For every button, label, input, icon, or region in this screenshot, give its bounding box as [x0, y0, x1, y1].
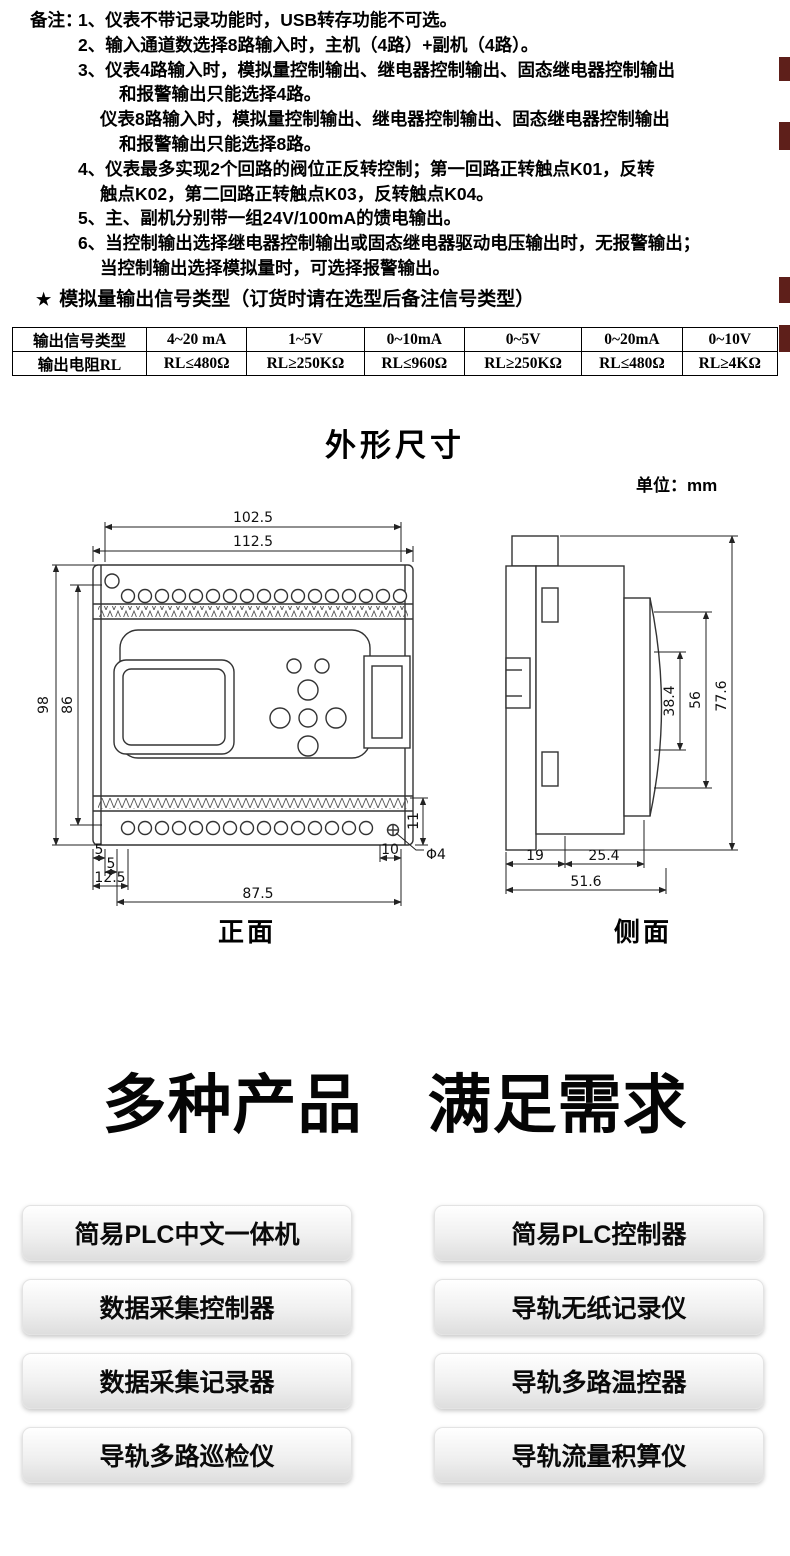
side-dimension-lines	[505, 535, 738, 894]
dim-label: 77.6	[714, 680, 730, 711]
dim-label: Φ4	[426, 847, 446, 863]
front-view-drawing: 102.5 112.5 98 86 5 5 12.5 87.5 10 11 Φ4	[36, 510, 446, 906]
edge-marker	[779, 325, 790, 352]
front-view-label: 正面	[217, 917, 276, 947]
dim-label: 56	[688, 691, 704, 709]
front-dimension-labels: 102.5 112.5 98 86 5 5 12.5 87.5 10 11 Φ4	[36, 510, 446, 902]
note-line: 6、当控制输出选择继电器控制输出或固态继电器驱动电压输出时，无报警输出；	[78, 233, 701, 254]
products-heading: 多种产品 满足需求	[102, 1069, 688, 1141]
dim-label: 98	[36, 696, 52, 714]
signal-type-note: ★ 模拟量输出信号类型（订货时请在选型后备注信号类型）	[36, 284, 534, 311]
dim-label: 86	[60, 696, 76, 714]
star-icon: ★	[36, 290, 52, 309]
product-button-rail-multi-temp-controller[interactable]: 导轨多路温控器	[434, 1353, 764, 1409]
dim-label: 5	[95, 842, 104, 858]
product-button-rail-flow-totalizer[interactable]: 导轨流量积算仪	[434, 1427, 764, 1483]
dim-label: 87.5	[242, 886, 273, 902]
dimensions-title: 外形尺寸	[325, 428, 465, 463]
signal-type-note-text: 模拟量输出信号类型（订货时请在选型后备注信号类型）	[59, 289, 535, 310]
table-cell: RL≤960Ω	[363, 351, 465, 376]
side-view-label: 侧面	[613, 917, 672, 947]
dim-label: 38.4	[662, 685, 678, 716]
product-button-data-acquisition-recorder[interactable]: 数据采集记录器	[22, 1353, 352, 1409]
dim-label: 102.5	[233, 510, 273, 526]
note-line: 4、仪表最多实现2个回路的阀位正反转控制；第一回路正转触点K01，反转	[78, 158, 655, 179]
table-cell: 0~20mA	[581, 327, 683, 352]
dim-label: 25.4	[588, 848, 619, 864]
output-signal-table: 输出信号类型 4~20 mA 1~5V 0~10mA 0~5V 0~20mA 0…	[12, 327, 779, 376]
table-cell: RL≤480Ω	[581, 351, 683, 376]
front-device-outline	[92, 564, 414, 846]
note-line: 当控制输出选择模拟量时，可选择报警输出。	[100, 257, 450, 278]
note-line: 1、仪表不带记录功能时，USB转存功能不可选。	[78, 10, 458, 30]
edge-marker	[779, 57, 790, 81]
dim-label: 112.5	[233, 534, 273, 550]
unit-label: 单位：mm	[636, 476, 718, 495]
dim-label: 12.5	[94, 870, 125, 886]
note-line: 3、仪表4路输入时，模拟量控制输出、继电器控制输出、固态继电器控制输出	[78, 59, 675, 80]
dim-label: 5	[107, 856, 116, 872]
product-button-rail-multi-scanner[interactable]: 导轨多路巡检仪	[22, 1427, 352, 1483]
note-line: 触点K02，第二回路正转触点K03，反转触点K04。	[100, 183, 494, 204]
table-cell: RL≤480Ω	[145, 351, 248, 376]
vent-pattern-bottom	[98, 798, 408, 809]
dim-label: 10	[381, 842, 399, 858]
product-button-plc-controller[interactable]: 简易PLC控制器	[434, 1205, 764, 1261]
vent-pattern-top	[98, 606, 408, 617]
table-cell: 输出电阻RL	[12, 351, 147, 376]
product-button-plc-cn-all-in-one[interactable]: 简易PLC中文一体机	[22, 1205, 352, 1261]
table-row: 输出信号类型 4~20 mA 1~5V 0~10mA 0~5V 0~20mA 0…	[12, 327, 779, 352]
side-dimension-labels: 38.4 56 77.6 19 25.4 51.6	[526, 680, 730, 890]
table-cell: 0~10mA	[363, 327, 465, 352]
table-cell: 0~5V	[463, 327, 583, 352]
notes-section: 备注： 1、仪表不带记录功能时，USB转存功能不可选。 2、输入通道数选择8路输…	[0, 8, 782, 281]
note-line: 和报警输出只能选择8路。	[119, 133, 322, 154]
note-line: 5、主、副机分别带一组24V/100mA的馈电输出。	[78, 208, 462, 229]
table-cell: 1~5V	[246, 327, 365, 352]
note-line: 和报警输出只能选择4路。	[119, 84, 322, 105]
table-cell: RL≥4KΩ	[681, 351, 779, 376]
note-line: 仪表8路输入时，模拟量控制输出、继电器控制输出、固态继电器控制输出	[100, 109, 670, 130]
table-cell: 输出信号类型	[12, 327, 147, 352]
side-device-outline	[505, 535, 663, 851]
dim-label: 11	[406, 812, 422, 830]
table-cell: RL≥250KΩ	[463, 351, 583, 376]
table-cell: 4~20 mA	[145, 327, 248, 352]
dim-label: 51.6	[570, 874, 601, 890]
dim-label: 19	[526, 848, 544, 864]
table-cell: RL≥250KΩ	[246, 351, 365, 376]
table-row: 输出电阻RL RL≤480Ω RL≥250KΩ RL≤960Ω RL≥250KΩ…	[12, 351, 779, 376]
product-buttons-grid: 简易PLC中文一体机 简易PLC控制器 数据采集控制器 导轨无纸记录仪 数据采集…	[22, 1205, 768, 1483]
front-dimension-lines	[52, 522, 428, 906]
note-line: 2、输入通道数选择8路输入时，主机（4路）+副机（4路）。	[78, 34, 539, 55]
product-button-rail-paperless-recorder[interactable]: 导轨无纸记录仪	[434, 1279, 764, 1335]
notes-label: 备注：	[30, 10, 83, 30]
table-cell: 0~10V	[681, 327, 779, 352]
side-view-drawing: 38.4 56 77.6 19 25.4 51.6	[505, 535, 738, 894]
product-button-data-acquisition-controller[interactable]: 数据采集控制器	[22, 1279, 352, 1335]
edge-marker	[779, 277, 790, 303]
edge-marker	[779, 122, 790, 150]
